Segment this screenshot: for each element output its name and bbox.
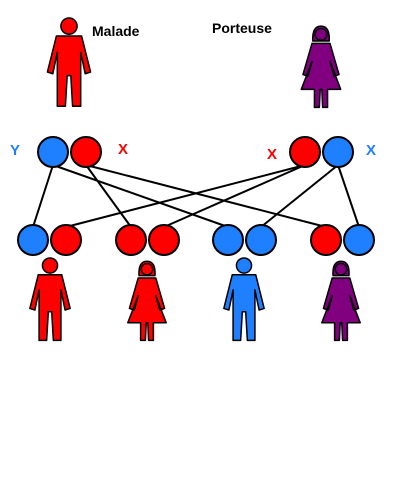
child-chromosome-circle bbox=[212, 224, 244, 256]
father-chromosome-circle bbox=[70, 136, 102, 168]
child-chromosome-circle bbox=[310, 224, 342, 256]
inheritance-line bbox=[163, 164, 306, 228]
father-chromosome-x-label: X bbox=[118, 141, 129, 158]
child-figure-woman-icon bbox=[321, 260, 361, 342]
father-figure-man-icon bbox=[46, 17, 92, 107]
father-chromosome-circle bbox=[37, 136, 69, 168]
mother-figure-woman-icon bbox=[300, 25, 342, 109]
child-figure-man-icon bbox=[29, 257, 71, 342]
mother-chromosome-x1-label: X bbox=[267, 146, 278, 163]
father-label: Malade bbox=[92, 23, 140, 39]
child-figure-woman-icon bbox=[127, 260, 167, 342]
inheritance-line bbox=[65, 164, 306, 228]
inheritance-line bbox=[337, 164, 360, 228]
child-chromosome-circle bbox=[115, 224, 147, 256]
child-chromosome-circle bbox=[148, 224, 180, 256]
inheritance-line bbox=[85, 164, 327, 228]
child-chromosome-circle bbox=[245, 224, 277, 256]
child-chromosome-circle bbox=[17, 224, 49, 256]
mother-chromosome-circle bbox=[322, 136, 354, 168]
person-figures bbox=[29, 17, 361, 342]
child-figure-man-icon bbox=[223, 257, 265, 342]
chromosome-circles bbox=[17, 136, 375, 256]
mother-chromosome-circle bbox=[289, 136, 321, 168]
inheritance-lines bbox=[32, 164, 360, 228]
inheritance-line bbox=[52, 164, 229, 228]
child-chromosome-circle bbox=[50, 224, 82, 256]
inheritance-line bbox=[260, 164, 339, 228]
child-chromosome-circle bbox=[343, 224, 375, 256]
father-chromosome-y-label: Y bbox=[10, 142, 21, 159]
mother-chromosome-x2-label: X bbox=[366, 142, 377, 159]
mother-label: Porteuse bbox=[212, 20, 272, 36]
inheritance-line bbox=[32, 164, 54, 228]
inheritance-line bbox=[85, 164, 132, 228]
